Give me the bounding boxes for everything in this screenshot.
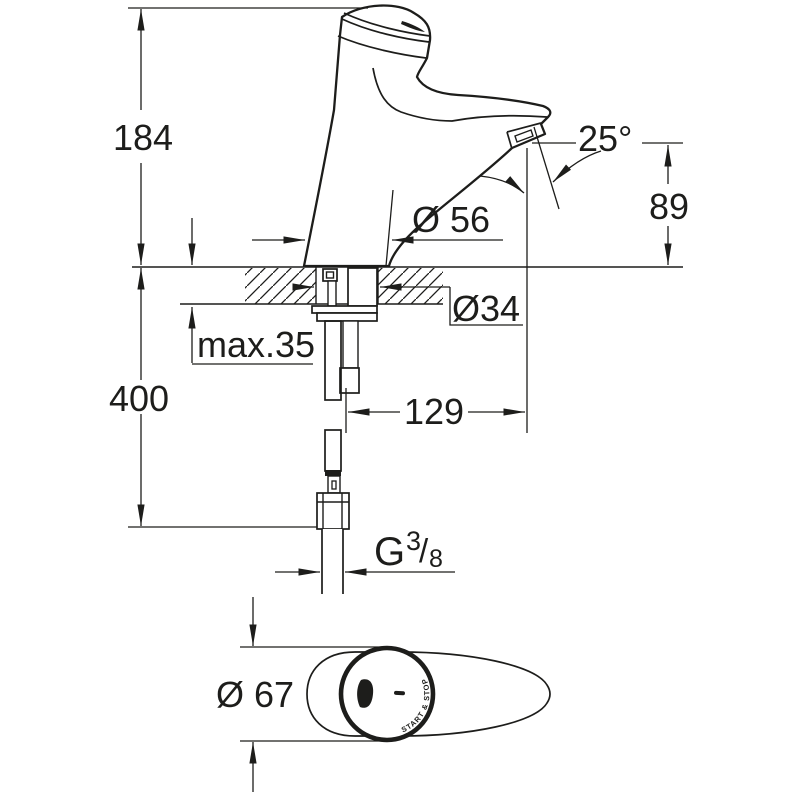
dim-base-diameter: Ø 56 [252, 189, 503, 267]
dim-deck-thickness: max.35 [188, 218, 315, 365]
dim-total-height-label: 184 [113, 117, 173, 158]
dim-outlet-height-label: 89 [649, 186, 689, 227]
dim-spout-angle: 25° [479, 118, 683, 210]
mounting-stud [342, 320, 359, 369]
handle-cap-rim-upper [343, 12, 431, 37]
aerator-edges [506, 122, 542, 150]
dim-deck-thickness-label: max.35 [197, 324, 315, 365]
flex-hose-lower [324, 429, 342, 472]
deck-hatch-left [245, 268, 316, 304]
supply-pipe [321, 529, 344, 594]
thread-numerator-label: 3 [406, 526, 421, 556]
dim-base-diameter-label: Ø 56 [412, 199, 490, 240]
dim-install-length: 400 [109, 268, 317, 528]
handle-cap-circle [338, 645, 436, 743]
dim-handle-diameter: Ø 67 [216, 597, 388, 792]
mounting-flange-upper [311, 305, 378, 314]
dim-spout-angle-label: 25° [578, 118, 632, 159]
flex-hose-upper [324, 320, 342, 401]
dim-handle-diameter-label: Ø 67 [216, 674, 294, 715]
faucet-top-view: START & STOP [306, 645, 551, 743]
thread-slash-label: / [419, 532, 429, 569]
dim-install-length-label: 400 [109, 378, 169, 419]
handle-index-dash [394, 690, 405, 696]
dim-outlet-height: 89 [649, 145, 689, 265]
deck-hatch-right [378, 268, 443, 304]
g38-union-nut [316, 492, 350, 530]
dim-spout-reach: 129 [345, 388, 525, 433]
angle-arc-arrow-right [552, 150, 602, 183]
mounting-flange-lower [316, 312, 378, 322]
dim-34-leader-step [449, 287, 523, 326]
handle-cap-skirt-bottom [337, 35, 427, 59]
dim-total-height: 184 [113, 7, 368, 265]
aerator [506, 122, 542, 150]
hose-connector [327, 475, 341, 494]
dim-thread: G 3 / 8 [275, 526, 455, 576]
body-spout-transition-line [372, 67, 548, 122]
g38-nut-facets [317, 493, 349, 529]
dim-hole-diameter: Ø34 [292, 283, 523, 329]
mounting-nut [339, 367, 360, 394]
spout-axis-line [533, 126, 560, 210]
thread-denominator-label: 8 [429, 545, 443, 573]
angle-arc-arrow-left [479, 175, 525, 194]
dim-56-extension-right [385, 189, 394, 267]
aerator-face [514, 129, 534, 143]
hose-connector-slot [331, 480, 337, 490]
hose-nipple-detail [325, 271, 335, 279]
faucet-outline [302, 4, 552, 268]
hose-nipple-stem [327, 280, 337, 307]
thread-letter-label: G [374, 530, 405, 574]
dim-spout-reach-label: 129 [404, 391, 464, 432]
deck-cross-section [132, 266, 683, 305]
handle-logo-mark [357, 679, 374, 708]
handle-cap-rim-lower [341, 18, 430, 43]
handle-cap-shading [401, 21, 425, 32]
supply-pipe-fill [322, 529, 343, 594]
threaded-shank [347, 267, 378, 307]
faucet-side-view [302, 4, 552, 268]
supply-hose-assembly [316, 429, 350, 594]
dim-hole-diameter-label: Ø34 [452, 288, 520, 329]
mounting-assembly [311, 267, 378, 401]
hose-ferrule [325, 470, 341, 476]
